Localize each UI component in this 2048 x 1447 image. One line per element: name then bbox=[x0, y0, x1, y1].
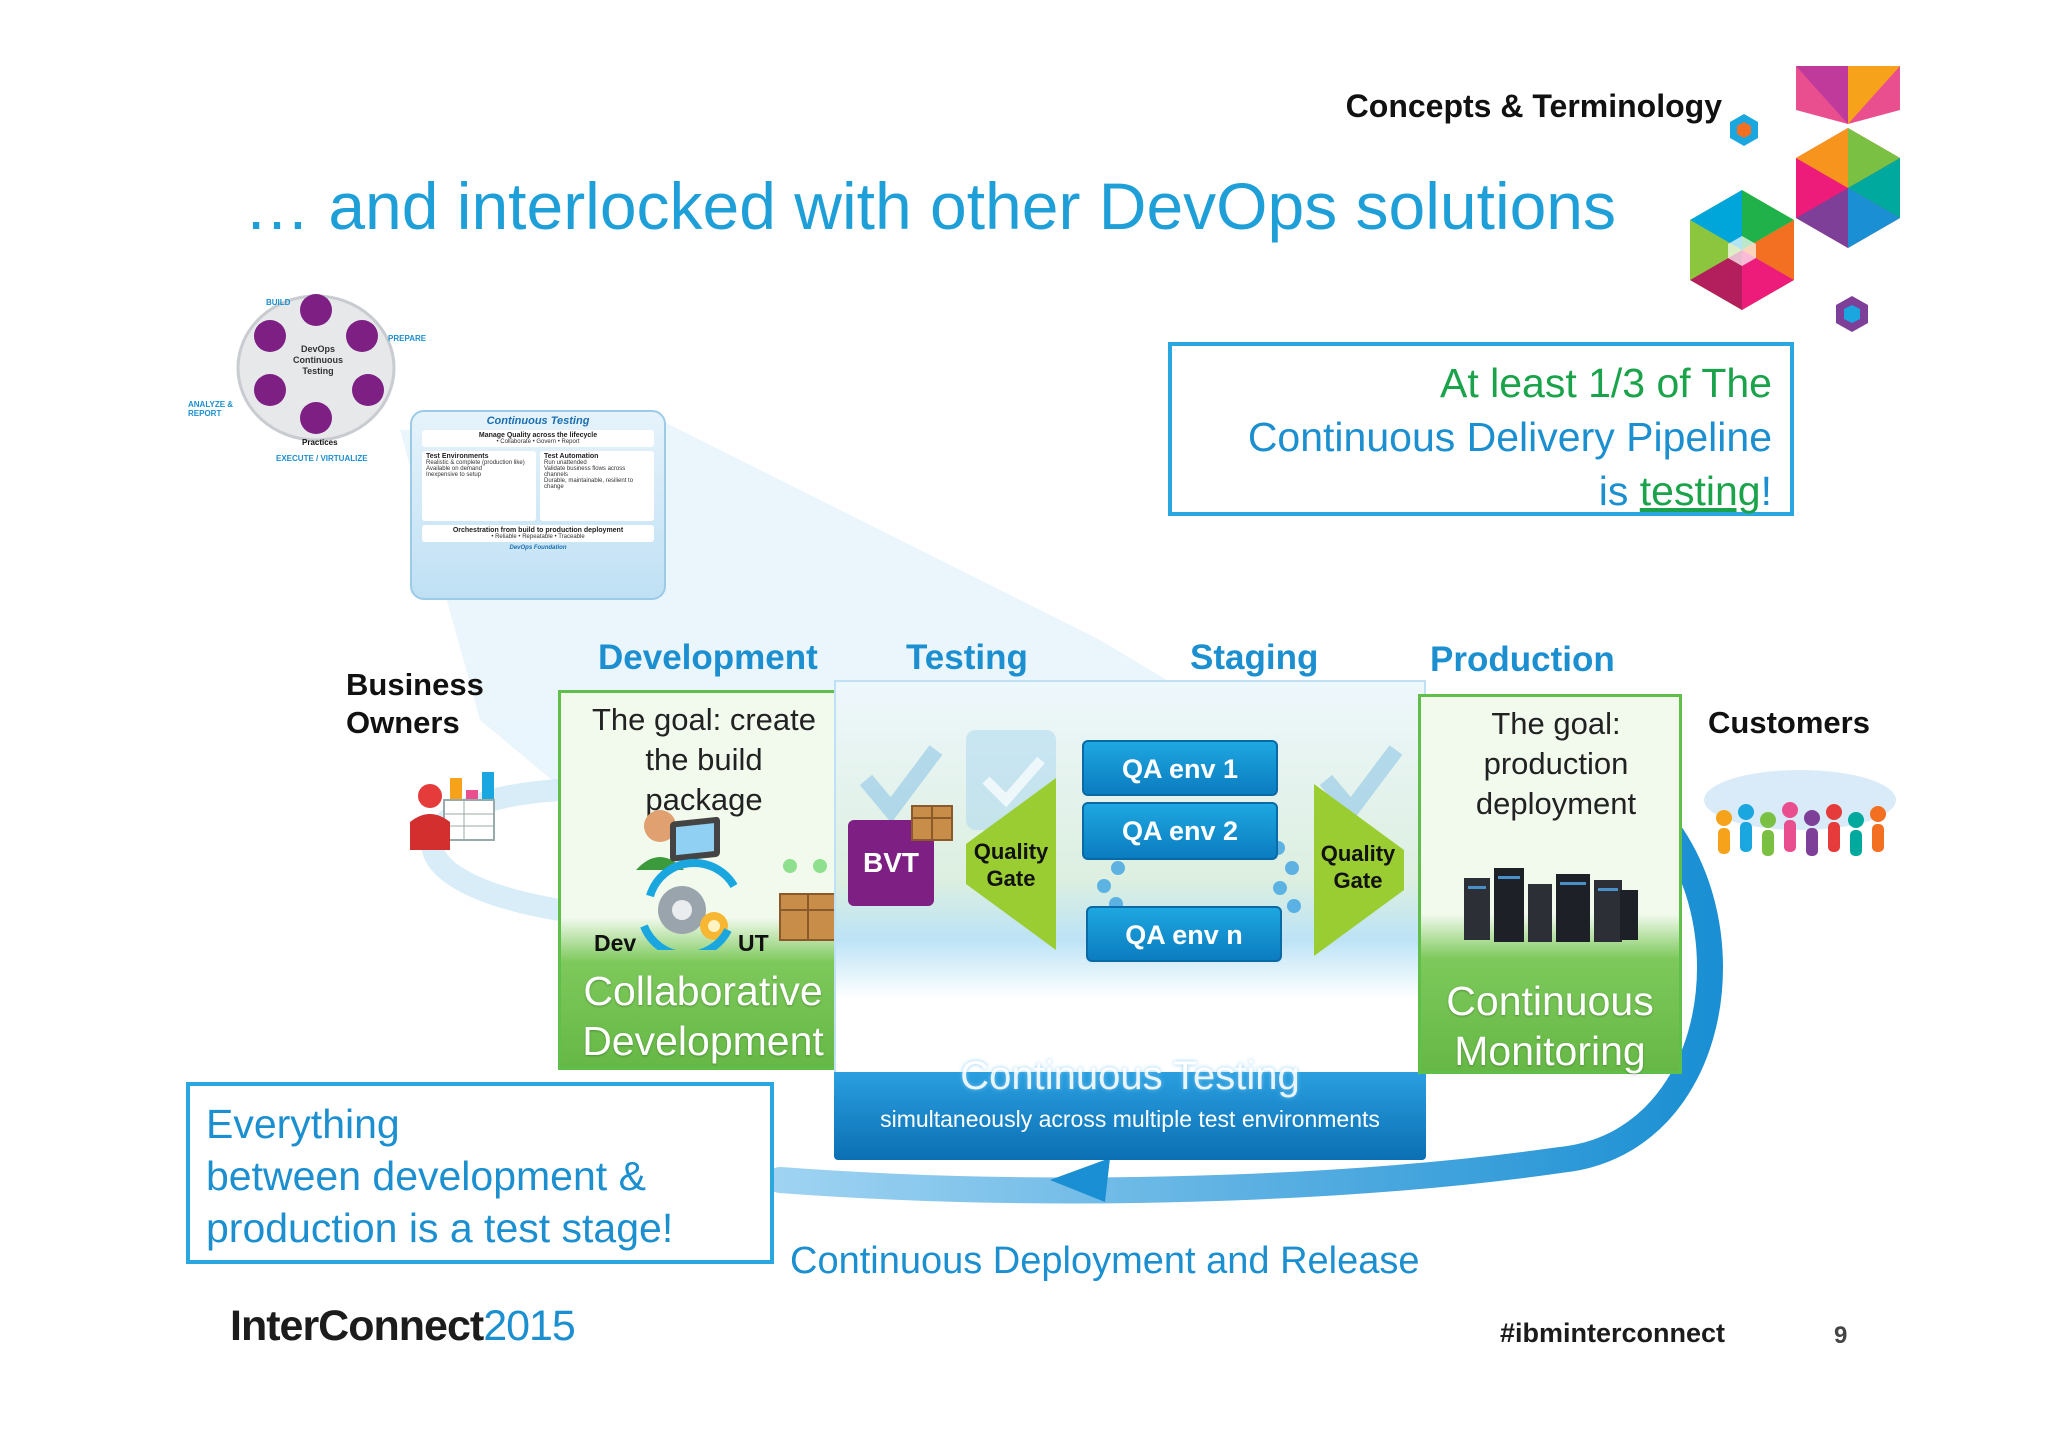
continuous-testing-band bbox=[834, 1072, 1426, 1160]
callout-line-3-prefix: is bbox=[1598, 468, 1640, 514]
callout-line-3: is testing! bbox=[1182, 464, 1772, 518]
wheel-center-label: DevOps Continuous Testing bbox=[293, 344, 343, 376]
brand-name: InterConnect bbox=[230, 1302, 484, 1350]
continuous-testing-subtitle: simultaneously across multiple test envi… bbox=[880, 1106, 1380, 1132]
quality-gate-right-label: Quality Gate bbox=[1320, 841, 1396, 893]
card-col-automation-title: Test Automation bbox=[544, 453, 599, 460]
customers-label: Customers bbox=[1708, 705, 1870, 740]
business-owners-label: Business Owners bbox=[346, 667, 484, 740]
card-col-automation-item: Durable, maintainable, resilient to chan… bbox=[544, 478, 634, 490]
continuous-deployment-label: Continuous Deployment and Release bbox=[790, 1240, 1420, 1282]
quality-gate-left-label: Quality Gate bbox=[973, 839, 1049, 891]
callout2-line-1: Everything bbox=[206, 1101, 400, 1147]
wheel-label-prepare: PREPARE bbox=[388, 334, 427, 343]
wheel-label-build: BUILD bbox=[266, 298, 291, 307]
card-col-environments-item: Inexpensive to setup bbox=[426, 472, 482, 478]
callout-line-3-suffix: ! bbox=[1760, 468, 1772, 514]
developer-workstation-icon bbox=[636, 810, 837, 950]
devops-wheel-diagram bbox=[236, 294, 396, 442]
card-row-quality-items: • Collaborate • Govern • Report bbox=[496, 439, 580, 445]
qa-env-n: QA env n bbox=[1086, 906, 1282, 962]
callout-testing-link: testing bbox=[1639, 468, 1761, 514]
server-rack-icon bbox=[1464, 868, 1638, 942]
quality-gate-left-arrow bbox=[966, 778, 1056, 950]
dev-label: Dev bbox=[594, 930, 637, 956]
card-col-environments-item: Realistic & complete (production like) bbox=[426, 460, 525, 466]
callout-testing-share: At least 1/3 of The Continuous Delivery … bbox=[1168, 342, 1794, 516]
card-foundation: DevOps Foundation bbox=[509, 545, 567, 551]
wheel-label-practices: Practices bbox=[302, 438, 338, 447]
interconnect-logo: InterConnect2015 bbox=[230, 1302, 576, 1351]
qa-env-1: QA env 1 bbox=[1082, 740, 1278, 796]
card-col-environments-item: Available on demand bbox=[426, 466, 482, 472]
qa-env-2: QA env 2 bbox=[1082, 802, 1278, 860]
loop-arrowhead bbox=[1050, 1158, 1110, 1202]
card-col-environments-title: Test Environments bbox=[426, 453, 489, 460]
hashtag: #ibminterconnect bbox=[1500, 1318, 1726, 1348]
card-col-automation-item: Validate business flows across channels bbox=[544, 466, 626, 478]
card-row-orchestration-items: • Reliable • Repeatable • Traceable bbox=[491, 534, 585, 540]
slide-title: … and interlocked with other DevOps solu… bbox=[244, 169, 1617, 243]
deployment-loop bbox=[767, 747, 1723, 1204]
card-title: Continuous Testing bbox=[486, 415, 590, 427]
callout-line-1: At least 1/3 of The bbox=[1439, 360, 1772, 406]
card-row-quality: Manage Quality across the lifecycle • Co… bbox=[422, 430, 654, 447]
continuous-testing-card: Continuous Testing Manage Quality across… bbox=[410, 410, 666, 600]
brand-year: 2015 bbox=[483, 1302, 576, 1350]
package-icon bbox=[911, 805, 953, 841]
card-col-automation: Test Automation Run unattended Validate … bbox=[540, 451, 654, 521]
continuous-monitoring-label: Continuous Monitoring bbox=[1446, 978, 1654, 1074]
card-row-orchestration: Orchestration from build to production d… bbox=[422, 525, 654, 542]
quality-gate-right-arrow bbox=[1314, 784, 1404, 956]
card-col-environments: Test Environments Realistic & complete (… bbox=[422, 451, 536, 521]
callout-line-2: Continuous Delivery Pipeline bbox=[1247, 414, 1772, 460]
phase-development: Development bbox=[598, 638, 818, 677]
production-goal: The goal: production deployment bbox=[1475, 706, 1637, 821]
card-col-automation-item: Run unattended bbox=[544, 460, 587, 466]
phase-testing: Testing bbox=[906, 638, 1028, 677]
card-row-quality-title: Manage Quality across the lifecycle bbox=[478, 432, 598, 439]
collaborative-development-label: Collaborative Development bbox=[582, 968, 824, 1064]
logo-hexagons bbox=[1690, 66, 1900, 332]
card-row-orchestration-title: Orchestration from build to production d… bbox=[452, 527, 624, 534]
ut-label: UT bbox=[738, 930, 769, 956]
phase-staging: Staging bbox=[1190, 638, 1319, 677]
wheel-label-execute: EXECUTE / VIRTUALIZE bbox=[276, 454, 368, 463]
section-tag: Concepts & Terminology bbox=[1345, 88, 1722, 124]
business-owners-icon bbox=[410, 772, 495, 850]
callout2-line-3: production is a test stage! bbox=[206, 1205, 674, 1251]
continuous-testing-title: Continuous Testing bbox=[960, 1054, 1300, 1098]
wheel-label-analyze: ANALYZE & REPORT bbox=[188, 400, 234, 418]
customers-icon bbox=[1704, 770, 1896, 856]
callout2-line-2: between development & bbox=[206, 1153, 646, 1199]
development-panel bbox=[558, 690, 848, 1070]
development-goal: The goal: create the build package bbox=[591, 702, 817, 817]
page-number: 9 bbox=[1834, 1322, 1848, 1349]
phase-production: Production bbox=[1430, 640, 1615, 679]
callout-test-stage: Everything between development & product… bbox=[186, 1082, 774, 1264]
